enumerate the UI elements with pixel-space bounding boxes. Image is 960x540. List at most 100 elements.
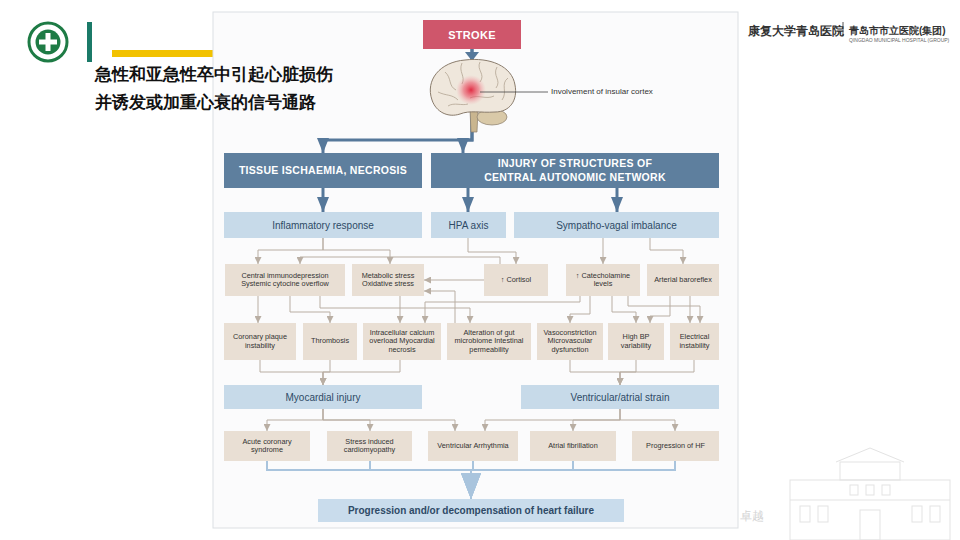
box-label: Myocardial injury xyxy=(228,392,418,403)
flow-arrow xyxy=(467,188,470,212)
box-label: Ventricular Arrhythmia xyxy=(431,442,515,450)
effect-box: Progression of HF xyxy=(632,431,719,461)
watermark-text: 卓越 xyxy=(740,508,764,525)
flow-arrow xyxy=(323,409,455,431)
flow-arrow xyxy=(471,461,573,499)
flow-arrow xyxy=(628,296,700,323)
box-label: Coronary plaque instability xyxy=(227,333,293,350)
pathway-box: Sympatho-vagal imbalance xyxy=(514,212,719,238)
flow-arrow xyxy=(573,409,620,431)
box-label: Progression and/or decompensation of hea… xyxy=(322,505,620,516)
header-text: QINGDAO MUNICIPAL HOSPITAL (GROUP) xyxy=(849,37,949,43)
annotation-text: Involvement of insular cortex xyxy=(551,87,653,96)
flow-arrow xyxy=(424,291,455,323)
effect-box: Atrial fibrillation xyxy=(530,431,616,461)
pathway-box: HPA axis xyxy=(431,212,506,238)
effect-box: High BP variability xyxy=(608,323,664,360)
box-label: Central immunodepression Systemic cytoci… xyxy=(228,272,342,289)
leader-line xyxy=(480,92,548,93)
pathway-box: Ventricular/atrial strain xyxy=(521,385,719,409)
slide-title: 急性和亚急性卒中引起心脏损伤 并诱发或加重心衰的信号通路 xyxy=(95,60,395,116)
box-label: Metabolic stress Oxidative stress xyxy=(355,272,421,289)
effect-box: Coronary plaque instability xyxy=(224,323,296,360)
effect-box: ↑ Catecholamine levels xyxy=(566,264,640,296)
box-label: Atrial fibrillation xyxy=(533,442,613,450)
flow-arrow xyxy=(323,49,472,153)
flow-arrow xyxy=(425,296,580,323)
flow-arrow xyxy=(323,360,400,385)
flow-arrow xyxy=(471,461,675,499)
hospital-logo xyxy=(29,23,67,61)
accent-bar xyxy=(87,22,92,62)
effect-box: Arterial baroreflex xyxy=(647,264,719,296)
box-label: STROKE xyxy=(426,29,518,41)
effect-box: Acute coronary syndrome xyxy=(224,431,310,461)
box-label: Progression of HF xyxy=(635,442,716,450)
box-label: INJURY OF STRUCTURES OF CENTRAL AUTONOMI… xyxy=(481,157,669,183)
flow-arrow xyxy=(400,296,401,323)
trigger-box: STROKE xyxy=(423,20,521,49)
flow-arrow xyxy=(322,188,325,212)
pathway-box: Inflammatory response xyxy=(224,212,422,238)
flow-arrow xyxy=(650,296,670,323)
header-text: 康复大学青岛医院 xyxy=(748,23,844,40)
flow-arrow xyxy=(616,188,619,212)
flow-arrow xyxy=(570,360,620,385)
effect-box: Thrombosis xyxy=(303,323,357,360)
effect-box: Alteration of gut microbiome Intestinal … xyxy=(447,323,531,360)
flow-arrow xyxy=(424,280,484,281)
effect-box: Metabolic stress Oxidative stress xyxy=(352,264,424,296)
effect-box: Electrical instability xyxy=(670,323,719,360)
effect-box: Central immunodepression Systemic cytoci… xyxy=(225,264,345,296)
flow-arrow xyxy=(570,296,590,323)
flow-arrow xyxy=(485,409,620,431)
effect-box: Intracellular calcium overload Myocardia… xyxy=(363,323,441,360)
effect-box: Ventricular Arrhythmia xyxy=(428,431,518,461)
flow-arrow xyxy=(320,296,470,323)
figure-panel xyxy=(213,12,738,528)
mechanism-box: INJURY OF STRUCTURES OF CENTRAL AUTONOMI… xyxy=(431,153,719,188)
pathway-box: Myocardial injury xyxy=(224,385,422,409)
flow-arrow xyxy=(290,296,330,323)
mechanism-box: TISSUE ISCHAEMIA, NECROSIS xyxy=(224,153,422,188)
flow-arrow xyxy=(267,461,471,499)
flow-arrow xyxy=(463,49,472,153)
box-label: TISSUE ISCHAEMIA, NECROSIS xyxy=(230,164,416,177)
box-label: Sympatho-vagal imbalance xyxy=(518,220,715,231)
flow-arrow xyxy=(267,409,323,431)
flow-arrow xyxy=(612,296,636,323)
effect-box: Vasoconstriction Microvascular dysfuncti… xyxy=(537,323,603,360)
flow-arrow xyxy=(370,461,471,499)
building-watermark xyxy=(790,448,950,540)
box-label: Arterial baroreflex xyxy=(650,276,716,284)
box-label: ↑ Catecholamine levels xyxy=(568,272,638,289)
box-label: Stress induced cardiomyopathy xyxy=(330,438,409,455)
box-label: Ventricular/atrial strain xyxy=(525,392,715,403)
box-label: ↑ Cortisol xyxy=(487,276,545,284)
flow-arrow xyxy=(260,360,323,385)
flow-arrow xyxy=(468,238,516,264)
flow-arrow xyxy=(323,238,390,264)
flow-arrow xyxy=(258,296,259,323)
box-label: Intracellular calcium overload Myocardia… xyxy=(365,329,439,354)
effect-box: ↑ Cortisol xyxy=(484,264,548,296)
box-label: Acute coronary syndrome xyxy=(227,438,307,455)
accent-bar xyxy=(112,50,213,57)
box-label: Vasoconstriction Microvascular dysfuncti… xyxy=(539,329,601,354)
effect-box: Stress induced cardiomyopathy xyxy=(327,431,412,461)
flow-arrow xyxy=(650,238,683,264)
flow-arrow xyxy=(620,409,675,431)
flow-arrow xyxy=(620,360,694,385)
header-text: 青岛市市立医院(集团) xyxy=(849,24,946,38)
flow-arrow xyxy=(603,238,604,264)
box-label: Inflammatory response xyxy=(228,220,418,231)
flow-arrow xyxy=(300,257,500,264)
box-label: Alteration of gut microbiome Intestinal … xyxy=(449,329,529,354)
flow-arrow xyxy=(690,296,691,323)
flow-arrow xyxy=(258,238,323,264)
box-label: Electrical instability xyxy=(672,333,717,350)
box-label: Thrombosis xyxy=(305,337,355,345)
box-label: High BP variability xyxy=(610,333,662,350)
box-label: HPA axis xyxy=(434,220,503,231)
outcome-box: Progression and/or decompensation of hea… xyxy=(318,499,624,522)
